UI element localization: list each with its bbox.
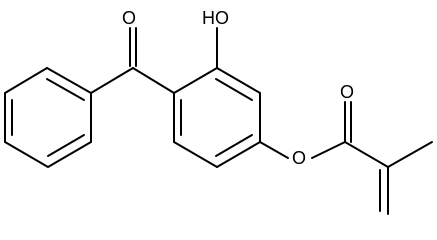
phenyl-ring [4,67,92,168]
ester-oxygen-label: O [292,148,306,168]
hydroxyphenyl-ring [173,67,261,168]
carbonyl-oxygen-label: O [340,82,354,102]
methacrylate-ester [259,101,433,215]
hydroxyl-label: HO [202,8,229,28]
ketone-group [90,27,175,94]
structure-canvas: O HO O O [4,8,433,215]
chemical-structure-diagram: O HO O O [4,8,433,215]
ketone-oxygen-label: O [122,8,136,28]
